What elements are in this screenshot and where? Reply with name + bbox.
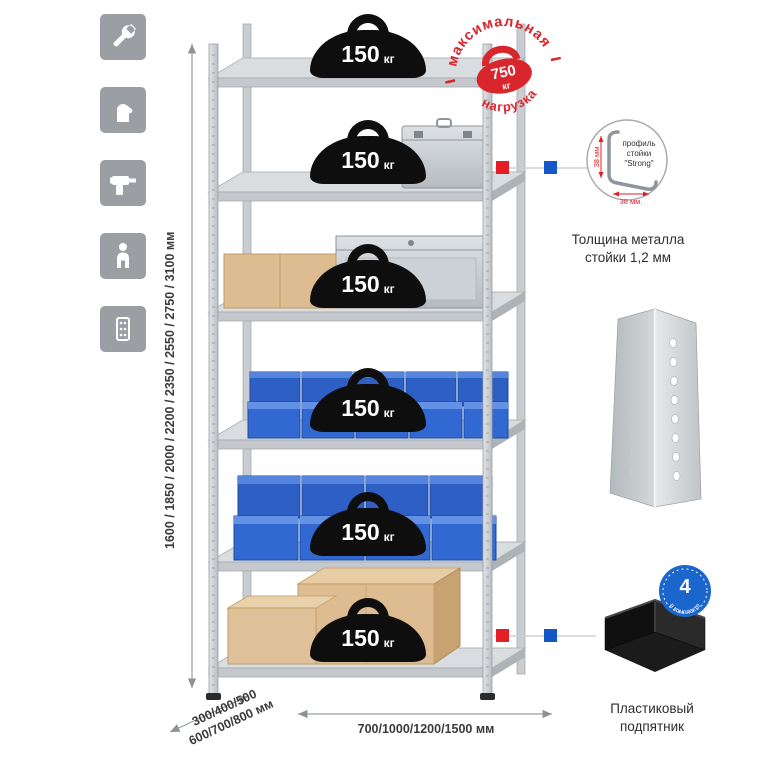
profile-caption-line1: Толщина металла: [571, 232, 685, 247]
feature-icons-column: [100, 14, 146, 352]
cardboard-box-small: [226, 595, 338, 665]
connector-bottom: [494, 629, 596, 642]
width-dimension-label: 700/1000/1200/1500 мм: [357, 722, 495, 736]
load-unit: кг: [383, 157, 395, 172]
foot-caption: Пластиковый подпятник: [582, 700, 722, 735]
gloves-icon: [100, 87, 146, 133]
profile-caption-line2: стойки 1,2 мм: [584, 249, 672, 265]
foot-caption-line1: Пластиковый: [610, 701, 694, 716]
badge-number: 4: [679, 576, 691, 598]
load-value: 150: [341, 624, 380, 651]
post-profile-drawing: [607, 130, 658, 191]
profile-text-1: профиль: [622, 139, 655, 148]
kettlebell-handle: [347, 120, 389, 142]
max-load-stamp: максимальная нагрузка 750 кг: [436, 4, 561, 120]
person-height-icon: [100, 233, 146, 279]
stamp-value: 750: [490, 62, 518, 84]
kettlebell-handle: [347, 598, 389, 620]
load-value: 150: [341, 518, 380, 545]
profile-detail-circle: 38 мм 38 мм. профиль стойки "Strong": [586, 119, 668, 206]
wrench-icon: [100, 14, 146, 60]
marker-red-bottom: [496, 629, 509, 642]
kettlebell-handle: [347, 492, 389, 514]
perforated-post-icon: [100, 306, 146, 352]
marker-blue-bottom: [544, 629, 557, 642]
depth-dimension-line: [169, 695, 249, 733]
profile-text-3: "Strong": [624, 159, 653, 168]
marker-red-top: [496, 161, 509, 174]
load-value: 150: [341, 40, 380, 67]
load-unit: кг: [383, 405, 395, 420]
load-unit: кг: [383, 51, 395, 66]
foot-count-badge: 4 в комплекте: [659, 565, 711, 617]
connector-top: [494, 161, 590, 174]
load-unit: кг: [383, 529, 395, 544]
load-value: 150: [341, 394, 380, 421]
load-unit: кг: [383, 635, 395, 650]
marker-blue-top: [544, 161, 557, 174]
profile-dim-vertical: 38 мм: [592, 147, 601, 168]
plastic-foot-illustration: [604, 598, 706, 672]
angle-post-illustration: [609, 308, 702, 508]
height-dimension-label: 1600 / 1850 / 2000 / 2200 / 2350 / 2550 …: [163, 231, 177, 549]
load-value: 150: [341, 270, 380, 297]
profile-caption: Толщина металла стойки 1,2 мм: [558, 231, 698, 266]
stamp-kettlebell-icon: [476, 45, 532, 94]
kettlebell-handle: [347, 244, 389, 266]
load-unit: кг: [383, 281, 395, 296]
profile-text-2: стойки: [627, 149, 651, 158]
kettlebell-handle: [347, 368, 389, 390]
profile-dim-horizontal: 38 мм.: [620, 197, 643, 206]
load-value: 150: [341, 146, 380, 173]
foot-caption-line2: подпятник: [619, 718, 685, 734]
kettlebell-handle: [347, 14, 389, 36]
stamp-unit: кг: [501, 80, 511, 92]
drill-icon: [100, 160, 146, 206]
